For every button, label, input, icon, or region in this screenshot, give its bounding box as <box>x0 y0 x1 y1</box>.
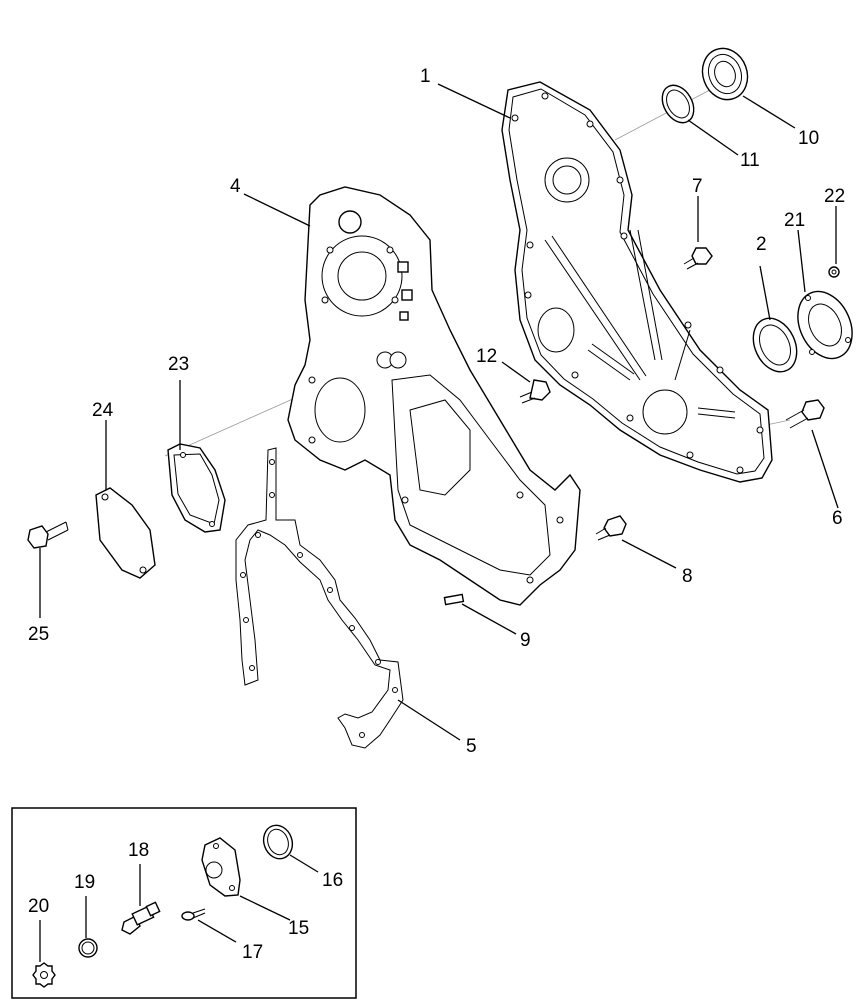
callout-1: 1 <box>420 66 431 87</box>
inset-detail-box <box>11 807 357 999</box>
retainer-plate-part-21 <box>797 290 853 360</box>
bolt-part-25 <box>27 521 69 549</box>
nut-part-22 <box>828 266 840 278</box>
flange-part-15 <box>201 837 241 897</box>
callout-25: 25 <box>28 624 49 645</box>
gear-housing-part-4 <box>287 186 581 606</box>
callout-10: 10 <box>798 128 819 149</box>
callout-18: 18 <box>128 840 149 861</box>
o-ring-part-16 <box>262 824 294 860</box>
lock-washer-part-20 <box>32 962 56 988</box>
callout-23: 23 <box>168 354 189 375</box>
cover-plate-part-24 <box>95 487 156 579</box>
sensor-part-18 <box>121 901 161 935</box>
callout-4: 4 <box>230 176 241 197</box>
callout-5: 5 <box>466 736 477 757</box>
bolt-part-12 <box>519 379 551 404</box>
gasket-part-5 <box>235 447 404 749</box>
callout-labels: 1 2 23 4 5 6 7 8 9 10 11 12 15 16 17 18 … <box>28 66 845 963</box>
seal-part-10 <box>701 47 749 101</box>
callout-20: 20 <box>28 896 49 917</box>
screw-part-17 <box>181 908 206 921</box>
dowel-pin-part-9 <box>443 593 465 606</box>
gasket-part-23 <box>167 443 226 533</box>
callout-7: 7 <box>692 176 703 197</box>
callout-11: 11 <box>740 150 760 171</box>
leader-lines <box>39 83 839 962</box>
seal-part-2 <box>752 317 798 373</box>
callout-16: 16 <box>322 870 343 891</box>
callout-8: 8 <box>682 566 693 587</box>
callout-21: 21 <box>784 210 805 231</box>
callout-24: 24 <box>92 400 114 421</box>
bolt-part-6 <box>785 399 825 429</box>
callout-2: 2 <box>756 234 767 255</box>
callout-17: 17 <box>242 942 263 963</box>
callout-6: 6 <box>832 508 843 529</box>
callout-9: 9 <box>520 630 531 651</box>
callout-19: 19 <box>74 872 95 893</box>
callout-22: 22 <box>824 186 845 207</box>
bolt-part-7 <box>683 247 713 270</box>
callout-12: 12 <box>476 346 497 367</box>
callout-15: 15 <box>288 918 309 939</box>
bolt-part-8 <box>595 515 627 541</box>
o-ring-part-19 <box>78 938 98 958</box>
front-cover-part-1 <box>501 81 773 483</box>
o-ring-part-11 <box>661 84 695 124</box>
